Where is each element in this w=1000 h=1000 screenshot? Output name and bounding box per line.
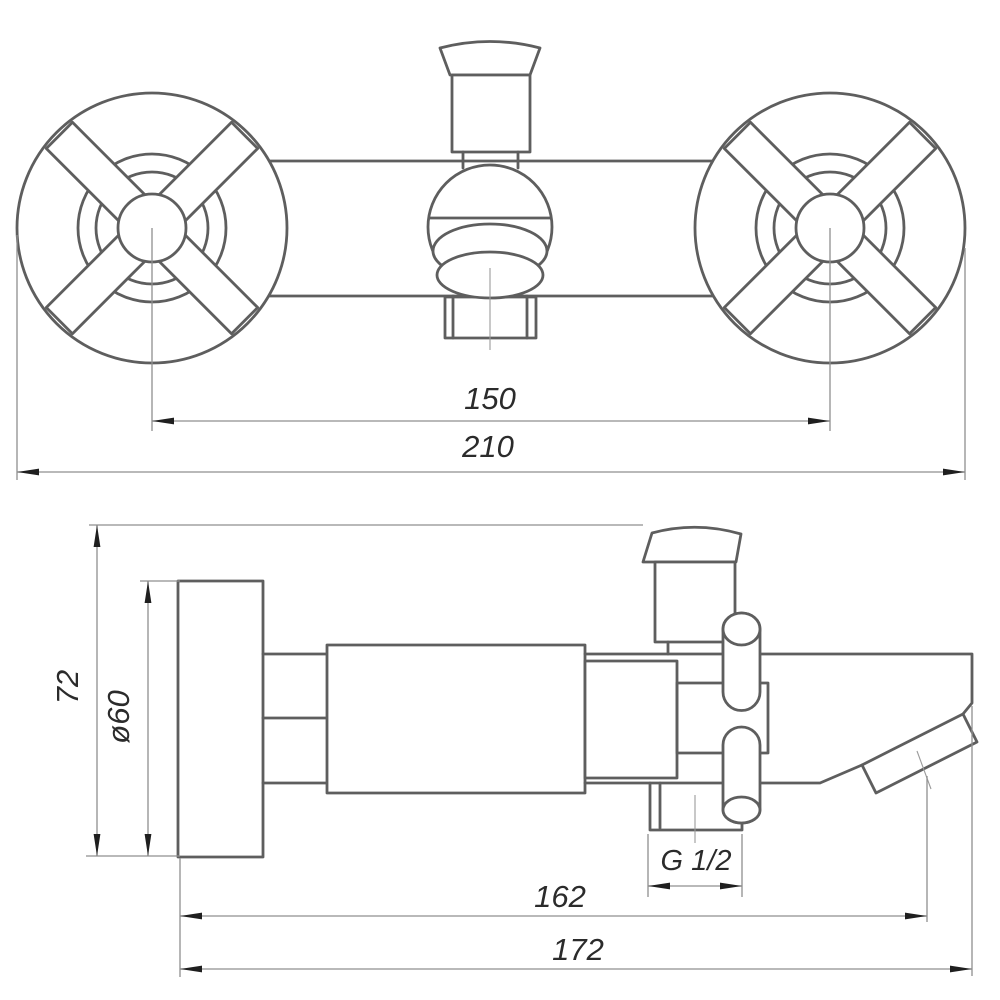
arrowhead	[950, 965, 972, 973]
mixer-body-side	[325, 643, 587, 795]
arrowhead	[648, 882, 670, 890]
nozzle-centerline-tick	[916, 750, 932, 790]
arrowhead	[180, 965, 202, 973]
arrowhead	[720, 882, 742, 890]
diverter-neck-side	[666, 640, 725, 656]
diverter-cap	[438, 40, 542, 77]
dim-72-label: 72	[50, 670, 85, 704]
lower-blade-face	[721, 795, 762, 825]
spout-front	[426, 163, 554, 350]
spout-nozzle	[860, 712, 979, 795]
diverter-cap-side	[641, 525, 743, 564]
arrowhead	[144, 581, 152, 603]
thread-pipe	[648, 781, 744, 832]
diverter-knob-front	[438, 40, 542, 170]
dim-150-label: 150	[464, 381, 516, 416]
diverter-body	[450, 73, 532, 154]
side-handle-blades	[721, 611, 762, 825]
right-handle-cross	[722, 120, 938, 336]
arrowhead	[905, 912, 927, 920]
side-view-dimensions: 72 ø60 G 1/2 162 172	[50, 524, 973, 977]
arrowhead	[180, 912, 202, 920]
wall-flange	[176, 579, 265, 859]
dim-172-label: 172	[552, 932, 604, 967]
arrowhead	[808, 417, 830, 425]
spout-body-outline	[583, 652, 974, 785]
front-view: 150 210	[15, 40, 967, 480]
dim-thread-label: G 1/2	[661, 845, 732, 877]
arrowhead	[144, 834, 152, 856]
valve-section	[583, 659, 679, 780]
diverter-neck	[461, 150, 520, 170]
arrowhead	[17, 468, 39, 476]
front-view-dimensions: 150 210	[16, 228, 966, 480]
dim-162-label: 162	[534, 879, 586, 914]
connector-lines	[261, 652, 329, 785]
dim-d60-label: ø60	[101, 690, 136, 743]
arrowhead	[152, 417, 174, 425]
arrowhead	[93, 834, 101, 856]
side-view: 72 ø60 G 1/2 162 172	[50, 524, 979, 977]
upper-blade-face	[721, 611, 762, 647]
arrowhead	[943, 468, 965, 476]
arrowhead	[93, 525, 101, 547]
outlet-inner-edges	[451, 294, 529, 340]
dim-210-label: 210	[461, 429, 514, 464]
